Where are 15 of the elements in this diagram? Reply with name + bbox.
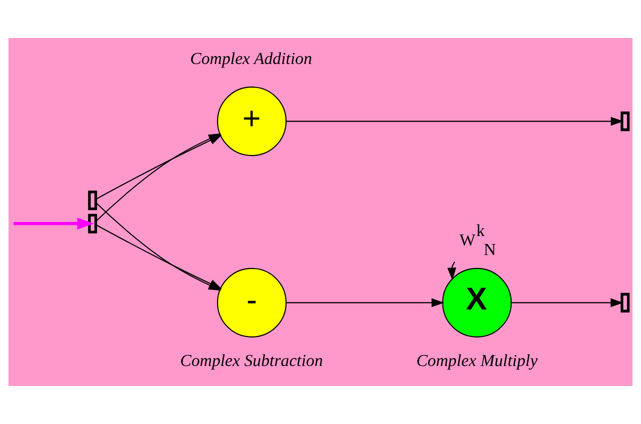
node-circle: +: [217, 86, 287, 156]
node-box: [620, 292, 630, 312]
arrow: [14, 218, 94, 230]
node-label: Complex Addition: [190, 49, 312, 68]
node-label: Complex Subtraction: [180, 350, 323, 370]
arrow: [286, 116, 624, 126]
node-box: [620, 112, 630, 132]
arrow: [447, 262, 456, 280]
arrow: [96, 224, 222, 290]
arrow: [286, 298, 444, 308]
node-circle: -: [217, 268, 287, 338]
node-label: Complex Multiply: [416, 350, 538, 370]
arrow: [512, 298, 624, 308]
node-box: [88, 190, 98, 210]
node-box: [88, 214, 98, 234]
